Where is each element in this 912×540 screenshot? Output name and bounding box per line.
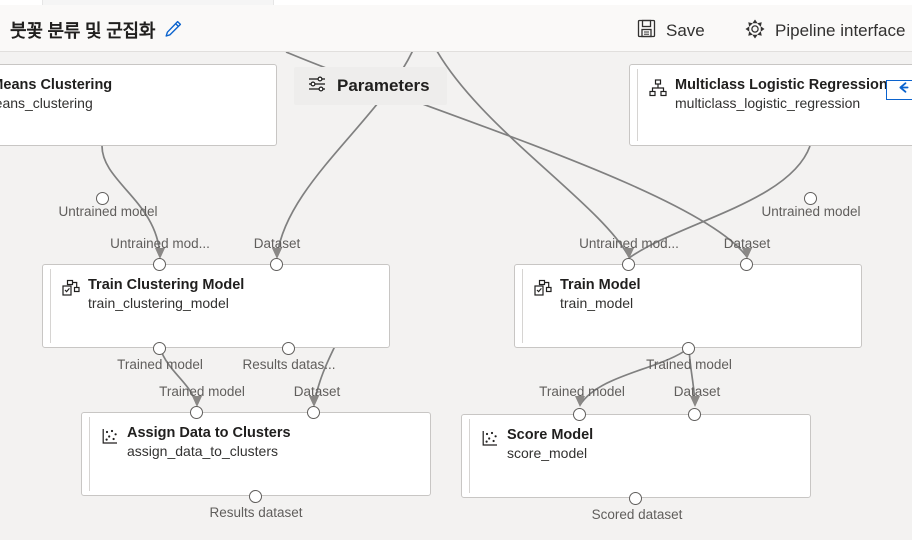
port-train-model-untrained-model-input[interactable] (622, 258, 635, 271)
port-score-trained-model-input[interactable] (573, 408, 586, 421)
port-assign-trained-model-input[interactable] (190, 406, 203, 419)
save-floppy-icon (636, 18, 657, 44)
node-score-model[interactable]: Score Model score_model (461, 414, 811, 498)
port-label-untrained-model: Untrained model (58, 204, 158, 219)
node-title: Multiclass Logistic Regression (675, 77, 888, 93)
port-assign-dataset-input[interactable] (307, 406, 320, 419)
port-label-dataset: Dataset (253, 236, 301, 251)
pipeline-canvas[interactable]: K-Means Clustering kmeans_clustering Unt… (0, 52, 912, 540)
node-subtitle: train_clustering_model (88, 295, 229, 311)
port-label-results-dataset: Results dataset (209, 505, 303, 520)
page-title: 붓꽃 분류 및 군집화 (10, 21, 156, 41)
node-accent-bar (466, 419, 470, 493)
gear-icon (744, 18, 766, 45)
port-assign-results-dataset-output[interactable] (249, 490, 262, 503)
port-multiclass-untrained-model-output[interactable] (804, 192, 817, 205)
pencil-icon[interactable] (162, 18, 184, 40)
port-label-untrained-mod: Untrained mod... (110, 236, 210, 251)
parameters-chip[interactable]: Parameters (294, 67, 447, 105)
node-accent-bar (519, 269, 523, 343)
port-label-trained-model: Trained model (646, 357, 732, 372)
train-model-icon (534, 279, 552, 297)
parameters-chip-label: Parameters (337, 76, 430, 95)
save-button-label: Save (666, 21, 705, 40)
save-button[interactable]: Save (636, 16, 705, 46)
port-train-clustering-results-dataset-output[interactable] (282, 342, 295, 355)
port-train-clustering-trained-model-output[interactable] (153, 342, 166, 355)
scatter-dots-icon (481, 429, 499, 447)
port-label-untrained-model: Untrained model (761, 204, 861, 219)
node-assign-data-to-clusters[interactable]: Assign Data to Clusters assign_data_to_c… (81, 412, 431, 496)
node-accent-bar (634, 69, 638, 141)
node-subtitle: assign_data_to_clusters (127, 443, 278, 459)
train-model-icon (62, 279, 80, 297)
port-label-dataset: Dataset (723, 236, 771, 251)
browser-tab[interactable] (42, 0, 274, 5)
node-kmeans-clustering[interactable]: K-Means Clustering kmeans_clustering (0, 64, 277, 146)
node-subtitle: train_model (560, 295, 634, 311)
port-train-model-dataset-input[interactable] (740, 258, 753, 271)
node-title: Train Clustering Model (88, 277, 245, 293)
port-label-trained-model: Trained model (117, 357, 203, 372)
node-subtitle: score_model (507, 445, 588, 461)
port-label-scored-dataset: Scored dataset (591, 507, 683, 522)
port-label-trained-model: Trained model (539, 384, 625, 399)
port-train-model-trained-model-output[interactable] (682, 342, 695, 355)
port-label-trained-model: Trained model (159, 384, 245, 399)
collapse-node-button[interactable] (886, 80, 912, 100)
toolbar: 붓꽃 분류 및 군집화 Save (0, 5, 912, 52)
node-train-clustering-model[interactable]: Train Clustering Model train_clustering_… (42, 264, 390, 348)
module-hierarchy-icon (649, 79, 667, 97)
sliders-icon (307, 74, 327, 99)
node-subtitle: multiclass_logistic_regression (675, 95, 861, 111)
pipeline-interface-button-label: Pipeline interface (775, 21, 906, 40)
port-train-clustering-untrained-model-input[interactable] (153, 258, 166, 271)
port-label-dataset: Dataset (673, 384, 721, 399)
port-train-clustering-dataset-input[interactable] (270, 258, 283, 271)
port-score-scored-dataset-output[interactable] (629, 492, 642, 505)
node-accent-bar (86, 417, 90, 491)
node-accent-bar (47, 269, 51, 343)
port-label-untrained-mod: Untrained mod... (579, 236, 679, 251)
node-subtitle: kmeans_clustering (0, 95, 93, 111)
port-label-results-datas: Results datas... (242, 357, 336, 372)
node-title: Assign Data to Clusters (127, 425, 291, 441)
node-title: Score Model (507, 427, 594, 443)
arrow-left-icon (896, 81, 911, 99)
node-train-model[interactable]: Train Model train_model (514, 264, 862, 348)
node-title: K-Means Clustering (0, 77, 113, 93)
scatter-dots-icon (101, 427, 119, 445)
port-label-dataset: Dataset (293, 384, 341, 399)
port-kmeans-untrained-model-output[interactable] (96, 192, 109, 205)
node-multiclass-logistic-regression[interactable]: Multiclass Logistic Regression multiclas… (629, 64, 912, 146)
port-score-dataset-input[interactable] (688, 408, 701, 421)
node-title: Train Model (560, 277, 641, 293)
browser-tab-strip (0, 0, 912, 5)
pipeline-interface-button[interactable]: Pipeline interface (744, 16, 905, 46)
